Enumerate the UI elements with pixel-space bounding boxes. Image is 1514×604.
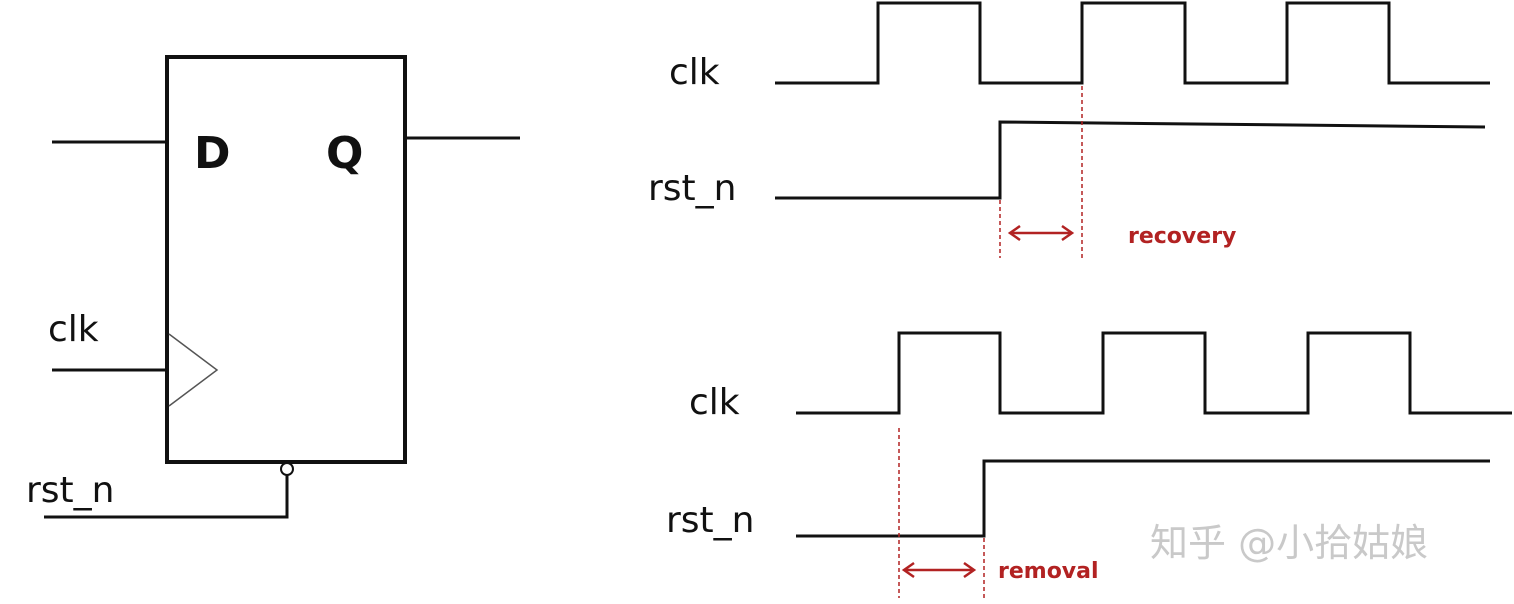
removal-annotation: removal (998, 559, 1099, 584)
removal-clk-label: clk (689, 382, 740, 423)
recovery-annotation: recovery (1128, 224, 1236, 249)
ff-rst-label: rst_n (26, 470, 115, 511)
pin-q-label: Q (326, 128, 363, 179)
rst-input-wire (44, 475, 289, 519)
clock-triangle-icon (168, 333, 219, 407)
recovery-timing: clk rst_n recovery (648, 1, 1490, 258)
pin-d-label: D (194, 128, 231, 179)
removal-rst-label: rst_n (666, 500, 755, 541)
flip-flop: D Q clk rst_n (26, 55, 520, 519)
removal-double-arrow-icon (901, 561, 977, 579)
removal-clk-waveform (796, 331, 1512, 415)
recovery-rst-waveform (775, 120, 1486, 200)
reset-bubble-icon (280, 462, 294, 476)
removal-rst-waveform (796, 459, 1490, 538)
ff-clk-label: clk (48, 309, 99, 350)
watermark: 知乎 @小拾姑娘 (1150, 521, 1428, 565)
removal-timing: clk rst_n removal (666, 331, 1512, 598)
recovery-double-arrow-icon (1007, 224, 1075, 242)
recovery-clk-label: clk (669, 52, 720, 93)
recovery-clk-waveform (775, 1, 1490, 85)
recovery-rst-label: rst_n (648, 168, 737, 209)
flip-flop-body (165, 55, 407, 464)
